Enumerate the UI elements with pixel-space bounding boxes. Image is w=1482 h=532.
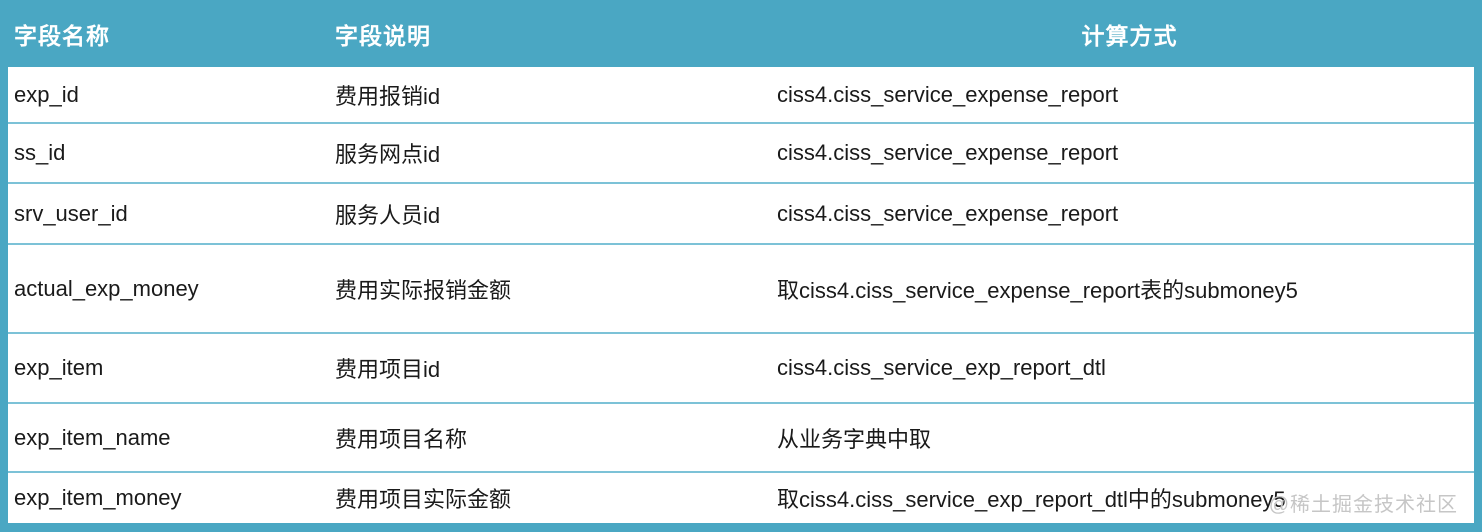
cell-calculation-method: ciss4.ciss_service_exp_report_dtl — [777, 355, 1106, 380]
cell-field-description: 服务人员id — [335, 202, 441, 228]
cell-field-description: 费用实际报销金额 — [335, 277, 512, 303]
column-header-calculation-method: 计算方式 — [1081, 22, 1178, 49]
table-row: exp_item_money 费用项目实际金额 取ciss4.ciss_serv… — [8, 473, 1474, 523]
cell-calculation-method: ciss4.ciss_service_expense_report — [777, 140, 1119, 165]
table-row: exp_id 费用报销id ciss4.ciss_service_expense… — [8, 67, 1474, 124]
table-header-row: 字段名称 字段说明 计算方式 — [0, 0, 1482, 67]
table-row: exp_item_name 费用项目名称 从业务字典中取 — [8, 404, 1474, 473]
column-header-field-name: 字段名称 — [14, 22, 110, 49]
cell-calculation-method: ciss4.ciss_service_expense_report — [777, 81, 1119, 107]
cell-field-name: exp_item_money — [14, 485, 182, 510]
table-row: actual_exp_money 费用实际报销金额 取ciss4.ciss_se… — [8, 245, 1474, 334]
table-row: ss_id 服务网点id ciss4.ciss_service_expense_… — [8, 124, 1474, 184]
cell-field-name: exp_item_name — [14, 424, 171, 450]
cell-field-description: 费用报销id — [335, 83, 441, 109]
cell-field-description: 服务网点id — [335, 142, 441, 167]
cell-field-name: exp_item — [14, 355, 104, 380]
table-row: exp_item 费用项目id ciss4.ciss_service_exp_r… — [8, 334, 1474, 404]
cell-calculation-method: 从业务字典中取 — [777, 426, 932, 452]
cell-field-name: srv_user_id — [14, 200, 128, 226]
table-body: exp_id 费用报销id ciss4.ciss_service_expense… — [8, 67, 1474, 523]
table-row: srv_user_id 服务人员id ciss4.ciss_service_ex… — [8, 184, 1474, 245]
cell-field-description: 费用项目名称 — [335, 426, 468, 452]
cell-calculation-method: 取ciss4.ciss_service_exp_report_dtl中的subm… — [777, 487, 1286, 512]
cell-field-description: 费用项目实际金额 — [335, 487, 512, 512]
cell-field-description: 费用项目id — [335, 357, 441, 382]
column-header-field-description: 字段说明 — [335, 22, 431, 49]
cell-field-name: ss_id — [14, 140, 66, 165]
cell-field-name: actual_exp_money — [14, 275, 199, 301]
cell-field-name: exp_id — [14, 81, 79, 107]
cell-calculation-method: 取ciss4.ciss_service_expense_report表的subm… — [777, 277, 1298, 303]
cell-calculation-method: ciss4.ciss_service_expense_report — [777, 200, 1119, 226]
